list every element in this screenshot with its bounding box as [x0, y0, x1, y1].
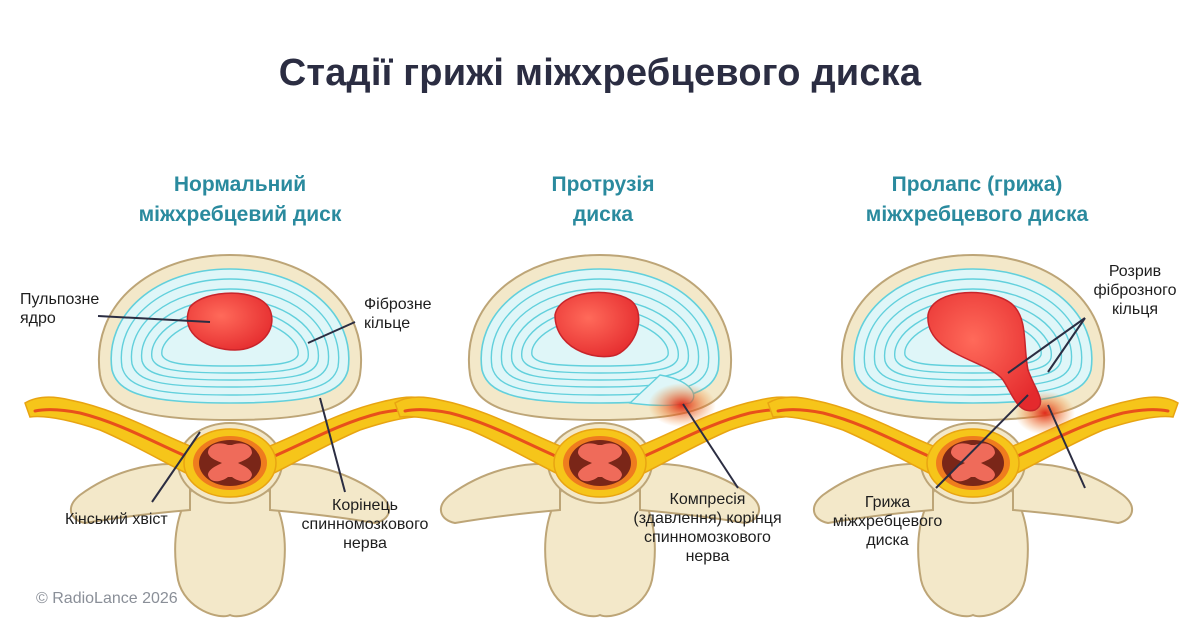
label-line: Фіброзне	[364, 296, 432, 313]
nucleus-protrusion	[554, 291, 640, 358]
vertebra-protrusion	[393, 254, 807, 618]
label-line: міжхребцевого	[832, 513, 943, 530]
panel-title-line: Протрузія	[551, 173, 655, 196]
vertebra-normal	[23, 254, 437, 618]
compression-zone	[648, 383, 716, 427]
panel-title-prolapse: Пролапс (грижа) міжхребцевого диска	[787, 170, 1167, 230]
panel-title-line: міжхребцевий диск	[138, 203, 342, 226]
panel-title-normal: Нормальний міжхребцевий диск	[50, 170, 430, 230]
label-line: Компресія	[669, 491, 746, 508]
label-hernia: Грижа міжхребцевого диска	[810, 493, 965, 550]
label-line: кільце	[364, 315, 411, 332]
label-root: Корінець спинномозкового нерва	[280, 496, 450, 553]
label-line: диска	[866, 532, 909, 549]
nucleus-normal	[186, 292, 273, 351]
panel-title-line: Нормальний	[173, 173, 307, 196]
label-annulus: Фіброзне кільце	[364, 295, 432, 333]
herniated-nucleus	[927, 291, 1042, 412]
panel-title-line: диска	[572, 203, 634, 226]
label-line: Грижа	[864, 494, 911, 511]
leader-lines	[97, 315, 1086, 503]
label-line: спинномозкового	[644, 529, 771, 546]
label-line: Корінець	[332, 497, 398, 514]
label-line: нерва	[685, 548, 730, 565]
label-line: Кінський хвіст	[65, 511, 168, 528]
label-line: Пульпозне	[20, 291, 100, 308]
label-line: спинномозкового	[301, 516, 429, 533]
copyright: © RadioLance 2026	[36, 590, 178, 607]
label-line: кільця	[1111, 301, 1159, 318]
panel-title-line: міжхребцевого диска	[865, 203, 1089, 226]
label-nucleus: Пульпозне ядро	[20, 290, 99, 328]
label-line: нерва	[343, 535, 387, 552]
panel-title-line: Пролапс (грижа)	[891, 173, 1063, 196]
page-title: Стадії грижі міжхребцевого диска	[278, 52, 922, 94]
panel-title-protrusion: Протрузія диска	[413, 170, 793, 230]
label-rupture: Розрив фіброзного кільця	[1085, 262, 1185, 319]
label-line: (здавлення) корінця	[633, 510, 782, 527]
label-line: фіброзного	[1093, 282, 1177, 299]
vertebra-prolapse	[766, 254, 1180, 618]
label-compression: Компресія (здавлення) корінця спинномозк…	[615, 490, 800, 566]
label-line: ядро	[20, 310, 56, 327]
label-line: Розрив	[1108, 263, 1162, 280]
label-cauda: Кінський хвіст	[65, 510, 168, 529]
